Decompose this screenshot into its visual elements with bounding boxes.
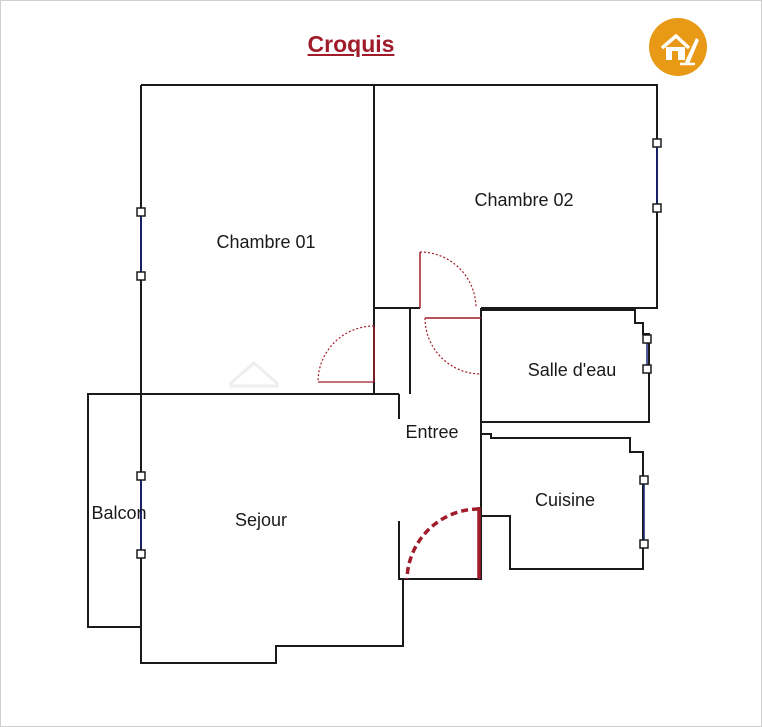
page-title: Croquis [307, 31, 395, 57]
room-labels: Chambre 01 Chambre 02 Salle d'eau Entree… [91, 190, 616, 530]
walls [87, 84, 658, 664]
room-label-entree: Entree [405, 422, 458, 442]
room-label-cuisine: Cuisine [535, 490, 595, 510]
wall-balcon [87, 393, 141, 628]
room-label-salle-eau: Salle d'eau [528, 360, 617, 380]
wall-corridor [373, 308, 411, 394]
room-label-chambre-01: Chambre 01 [216, 232, 315, 252]
doors [317, 251, 482, 580]
windows [136, 138, 662, 559]
room-label-sejour: Sejour [235, 510, 287, 530]
house-pencil-icon [649, 18, 707, 76]
room-label-balcon: Balcon [91, 503, 146, 523]
wall-sejour-right [140, 394, 404, 664]
room-label-chambre-02: Chambre 02 [474, 190, 573, 210]
wall-salle-eau [480, 308, 650, 423]
wall-entree-right [403, 310, 482, 580]
wall-cuisine [480, 433, 644, 570]
watermark [229, 361, 279, 388]
